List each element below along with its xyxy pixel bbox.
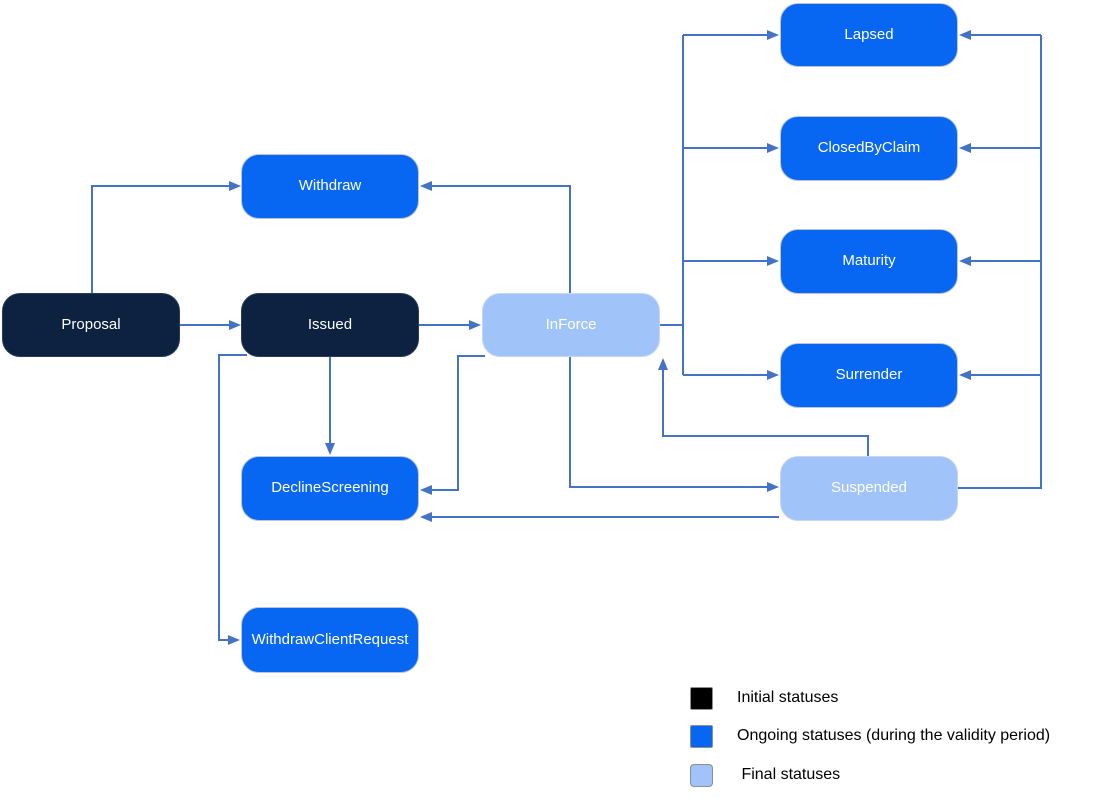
legend-item-final: Final statuses <box>690 763 840 787</box>
legend-label-initial-statuses: Initial statuses <box>737 689 839 706</box>
node-closed-by-claim: ClosedByClaim <box>780 116 958 181</box>
legend-swatch-initial-statuses <box>690 686 713 710</box>
edge-inforce-right-trunk <box>660 35 684 375</box>
node-inforce: InForce <box>482 293 660 357</box>
legend-label-final-statuses: Final statuses <box>737 766 841 783</box>
node-withdraw-client-request: WithdrawClientRequest <box>241 607 419 673</box>
node-maturity: Maturity <box>780 229 958 294</box>
node-issued: Issued <box>241 293 419 357</box>
legend-swatch-final-statuses <box>690 763 713 787</box>
legend-item-ongoing: Ongoing statuses (during the validity pe… <box>690 724 1050 748</box>
edge-suspended-right-trunk <box>958 35 1042 489</box>
node-proposal: Proposal <box>2 293 180 357</box>
edge-inforce-to-declinescreening <box>420 355 485 495</box>
node-surrender: Surrender <box>780 343 958 408</box>
legend-label-ongoing-statuses: Ongoing statuses (during the validity pe… <box>737 727 1051 744</box>
edge-inforce-to-suspended <box>569 357 779 492</box>
node-withdraw: Withdraw <box>241 154 419 219</box>
edge-proposal-to-withdraw <box>91 181 241 293</box>
node-suspended: Suspended <box>780 456 958 521</box>
legend-item-initial: Initial statuses <box>690 686 838 710</box>
node-lapsed: Lapsed <box>780 3 958 67</box>
legend-swatch-ongoing-statuses <box>690 724 713 748</box>
node-decline-screening: DeclineScreening <box>241 456 419 521</box>
edge-inforce-to-withdraw <box>420 181 571 293</box>
